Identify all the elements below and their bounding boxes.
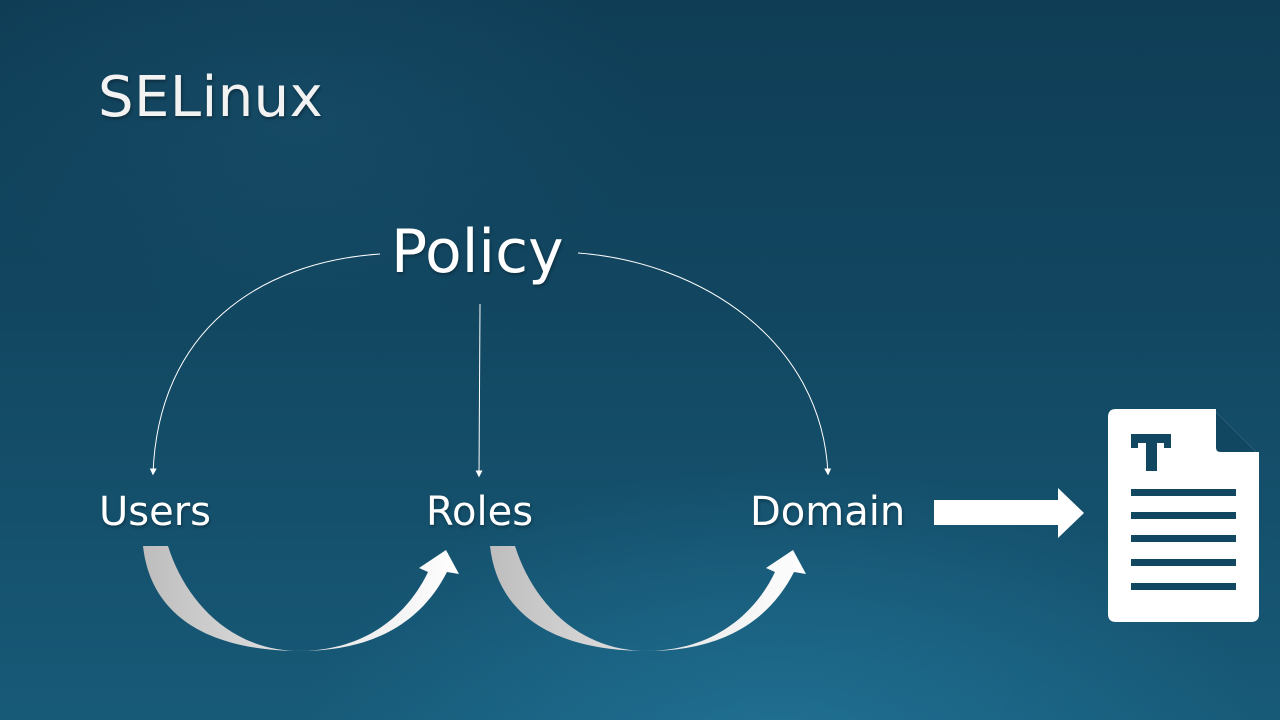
roles-node-label: Roles xyxy=(426,489,534,535)
slide-title: SELinux xyxy=(98,65,324,130)
policy-node-label: Policy xyxy=(391,217,564,287)
policy-to-roles-connector xyxy=(475,303,483,478)
domain-node-label: Domain xyxy=(750,489,906,535)
policy-to-users-connector xyxy=(149,253,381,476)
policy-to-domain-connector xyxy=(577,252,832,476)
text-document-icon xyxy=(1108,409,1259,622)
roles-to-domain-curved-arrow xyxy=(490,546,806,651)
users-node-label: Users xyxy=(99,489,212,535)
domain-to-document-arrow xyxy=(934,488,1084,538)
users-to-roles-curved-arrow xyxy=(143,546,459,651)
